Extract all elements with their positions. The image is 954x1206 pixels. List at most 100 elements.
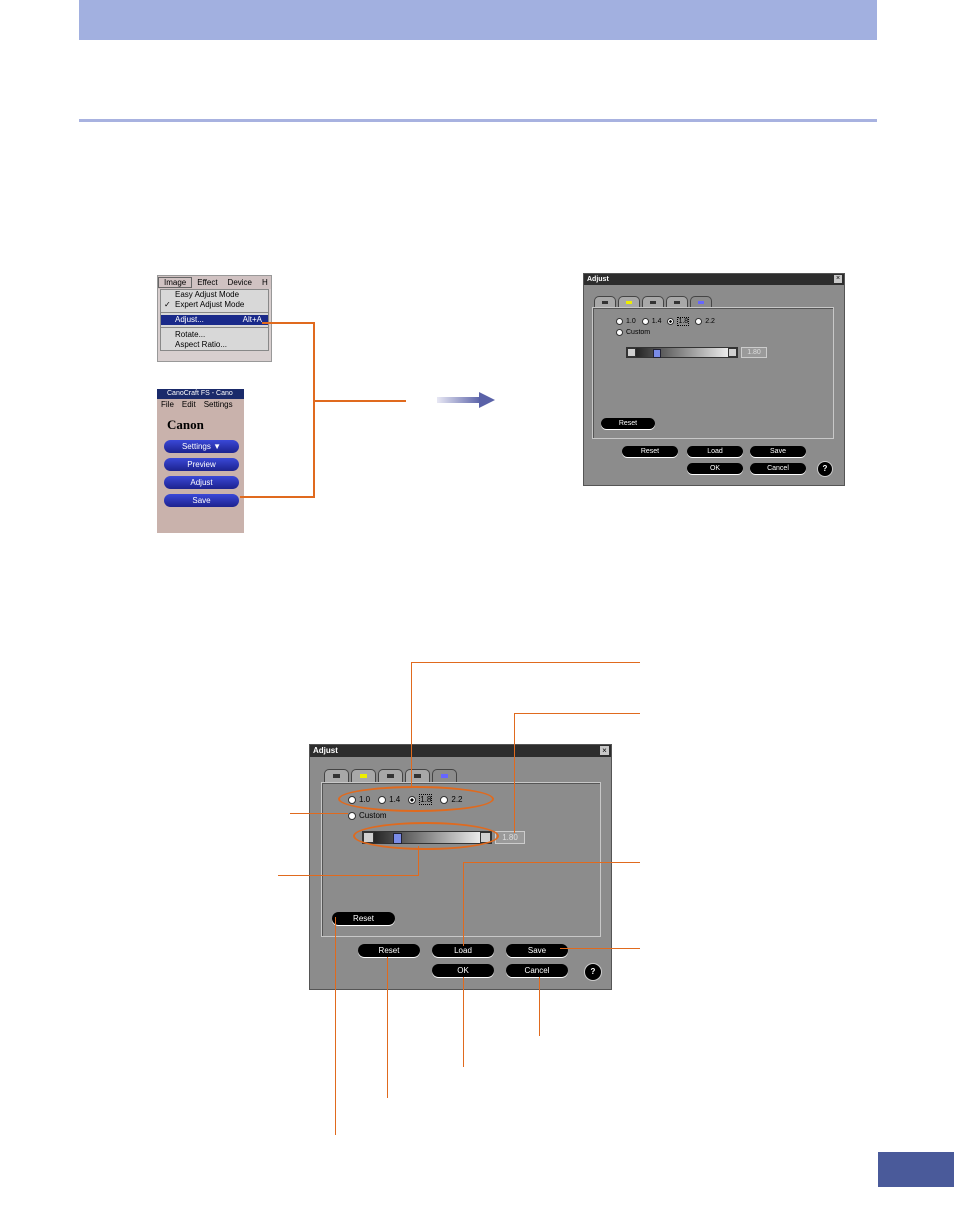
menu-bar: Image Effect Device H [158, 276, 271, 289]
callout-line [560, 948, 640, 949]
shortcut-label: Alt+A [242, 315, 262, 324]
help-icon[interactable]: ? [584, 963, 602, 981]
custom-radio[interactable] [616, 329, 623, 336]
tab-gamma[interactable] [690, 296, 712, 307]
gamma-radio-2-2[interactable] [695, 318, 703, 325]
menu-separator [161, 327, 268, 328]
callout-line [335, 917, 336, 1135]
gamma-slider[interactable] [626, 347, 738, 358]
menu-effect[interactable]: Effect [197, 278, 218, 287]
canon-logo: Canon [167, 417, 204, 432]
callout-line [411, 662, 640, 663]
menu-file[interactable]: File [161, 400, 174, 409]
menu-image[interactable]: Image [158, 277, 193, 288]
menu-edit[interactable]: Edit [181, 400, 196, 409]
tab-color[interactable] [642, 296, 664, 307]
menu-item-adjust[interactable]: Adjust...Alt+A [161, 315, 268, 325]
tab-reset-button[interactable]: Reset [332, 912, 395, 925]
tab-curve[interactable] [666, 296, 688, 307]
close-icon[interactable]: × [834, 275, 842, 283]
adjust-dialog-large: Adjust × 1.0 1.4 1.8 2.2 Custom 1.80 Res… [309, 744, 612, 990]
help-icon[interactable]: ? [817, 461, 833, 477]
callout-line [411, 662, 412, 787]
image-menu-dropdown: Easy Adjust Mode ✓Expert Adjust Mode Adj… [160, 289, 269, 351]
right-arrow-icon [437, 392, 495, 408]
custom-option: Custom [616, 329, 650, 336]
callout-line [539, 977, 540, 1036]
callout-line [278, 875, 419, 876]
menu-item-aspect-ratio[interactable]: Aspect Ratio... [175, 340, 228, 349]
slider-highlight [353, 822, 499, 850]
adjust-button[interactable]: Adjust [164, 476, 239, 489]
callout-line [313, 400, 406, 402]
cancel-button[interactable]: Cancel [506, 964, 568, 977]
menu-device[interactable]: Device [227, 278, 252, 287]
ok-button[interactable]: OK [687, 463, 743, 474]
callout-line [387, 957, 388, 1098]
save-button[interactable]: Save [164, 494, 239, 507]
menu-separator [161, 312, 268, 313]
dialog-title-bar: Adjust × [310, 745, 611, 757]
tab-reset-button[interactable]: Reset [601, 418, 655, 429]
callout-line [463, 862, 464, 946]
callout-line [418, 846, 419, 876]
slider-right-arrow-icon[interactable] [728, 348, 737, 357]
reset-button[interactable]: Reset [622, 446, 678, 457]
menu-item-expert-adjust[interactable]: ✓Expert Adjust Mode [164, 300, 245, 309]
menu-settings[interactable]: Settings [203, 400, 233, 409]
callout-line [290, 813, 348, 814]
tab-panel [592, 307, 834, 439]
section-rule [79, 119, 877, 122]
callout-line [514, 713, 515, 833]
custom-radio[interactable] [348, 811, 356, 820]
gamma-value-field[interactable]: 1.80 [495, 831, 525, 844]
menu-item-rotate[interactable]: Rotate... [175, 330, 206, 339]
tab-strip [324, 769, 459, 782]
header-bar [79, 0, 877, 40]
gamma-radio-1-8[interactable] [667, 318, 675, 325]
callout-line [463, 862, 640, 863]
slider-left-arrow-icon[interactable] [627, 348, 636, 357]
settings-button[interactable]: Settings ▼ [164, 440, 239, 453]
ok-button[interactable]: OK [432, 964, 494, 977]
slider-thumb[interactable] [652, 349, 661, 358]
page-number-tab [878, 1152, 954, 1187]
tab-curve[interactable] [405, 769, 430, 782]
gamma-options-highlight [338, 786, 494, 812]
callout-line [463, 977, 464, 1067]
load-button[interactable]: Load [687, 446, 743, 457]
cancel-button[interactable]: Cancel [750, 463, 806, 474]
gamma-radio-1-0[interactable] [616, 318, 623, 325]
check-icon: ✓ [164, 300, 171, 309]
tab-strip [594, 296, 714, 307]
gamma-value-field[interactable]: 1.80 [741, 347, 767, 358]
tab-image[interactable] [324, 769, 349, 782]
canocraft-panel-screenshot: CanoCraft FS - Cano File Edit Settings C… [157, 389, 244, 533]
menu-item-easy-adjust[interactable]: Easy Adjust Mode [175, 290, 240, 299]
tab-color[interactable] [378, 769, 403, 782]
tab-panel [321, 782, 601, 937]
reset-button[interactable]: Reset [358, 944, 420, 957]
canocraft-title: CanoCraft FS - Cano [157, 389, 244, 399]
save-button[interactable]: Save [750, 446, 806, 457]
dialog-title-bar: Adjust × [584, 274, 844, 285]
load-button[interactable]: Load [432, 944, 494, 957]
tab-gamma[interactable] [432, 769, 457, 782]
adjust-dialog-small: Adjust × 1.0 1.4 1.8 2.2 Custom 1.80 Res… [583, 273, 845, 486]
preview-button[interactable]: Preview [164, 458, 239, 471]
canocraft-menu: File Edit Settings [157, 399, 244, 411]
gamma-options: 1.0 1.4 1.8 2.2 [616, 317, 715, 326]
callout-line [313, 322, 315, 498]
menu-help[interactable]: H [262, 278, 268, 287]
tab-image[interactable] [594, 296, 616, 307]
callout-line [514, 713, 640, 714]
callout-line [240, 496, 315, 498]
callout-line [262, 322, 315, 324]
custom-option: Custom [348, 811, 387, 820]
image-menu-screenshot: Image Effect Device H Easy Adjust Mode ✓… [157, 275, 272, 362]
tab-brightness[interactable] [351, 769, 376, 782]
close-icon[interactable]: × [600, 746, 609, 755]
tab-brightness[interactable] [618, 296, 640, 307]
save-button[interactable]: Save [506, 944, 568, 957]
gamma-radio-1-4[interactable] [641, 318, 649, 325]
